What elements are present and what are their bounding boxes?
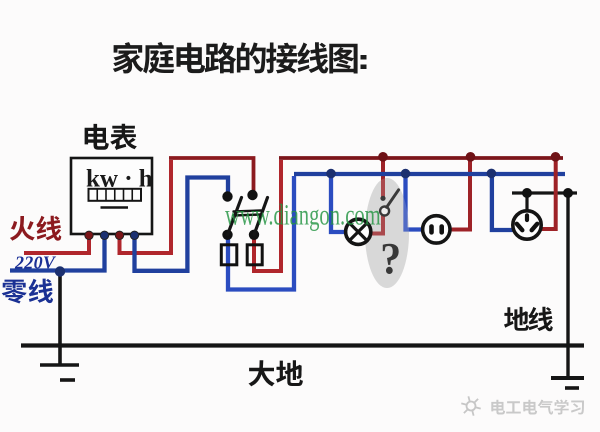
svg-text:?: ?	[380, 235, 401, 283]
svg-text:www.diangon.com: www.diangon.com	[225, 198, 381, 232]
svg-text:220V: 220V	[14, 253, 57, 273]
